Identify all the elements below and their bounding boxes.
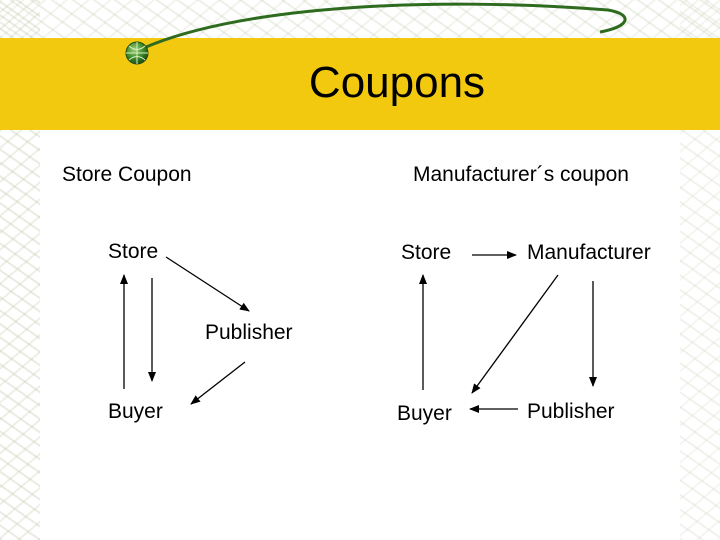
decorative-swoosh xyxy=(134,2,627,54)
node-store-left: Store xyxy=(108,240,159,263)
globe-icon xyxy=(125,41,149,65)
title-band xyxy=(0,38,720,130)
node-publisher-right: Publisher xyxy=(527,400,615,423)
slide-title: Coupons xyxy=(308,58,486,107)
node-manufacturer: Manufacturer xyxy=(527,241,651,264)
manufacturer-coupon-heading: Manufacturer´s coupon xyxy=(413,163,629,186)
arrow-manufacturer-to-buyer xyxy=(471,274,559,394)
node-buyer-right: Buyer xyxy=(397,402,452,425)
title-band-fade xyxy=(0,38,40,130)
node-buyer-left: Buyer xyxy=(108,400,163,423)
node-store-right: Store xyxy=(401,241,452,264)
arrow-publisher-to-buyer xyxy=(190,361,246,405)
store-coupon-heading: Store Coupon xyxy=(62,163,192,186)
node-publisher-left: Publisher xyxy=(205,321,293,344)
arrow-store-to-publisher xyxy=(165,256,250,312)
